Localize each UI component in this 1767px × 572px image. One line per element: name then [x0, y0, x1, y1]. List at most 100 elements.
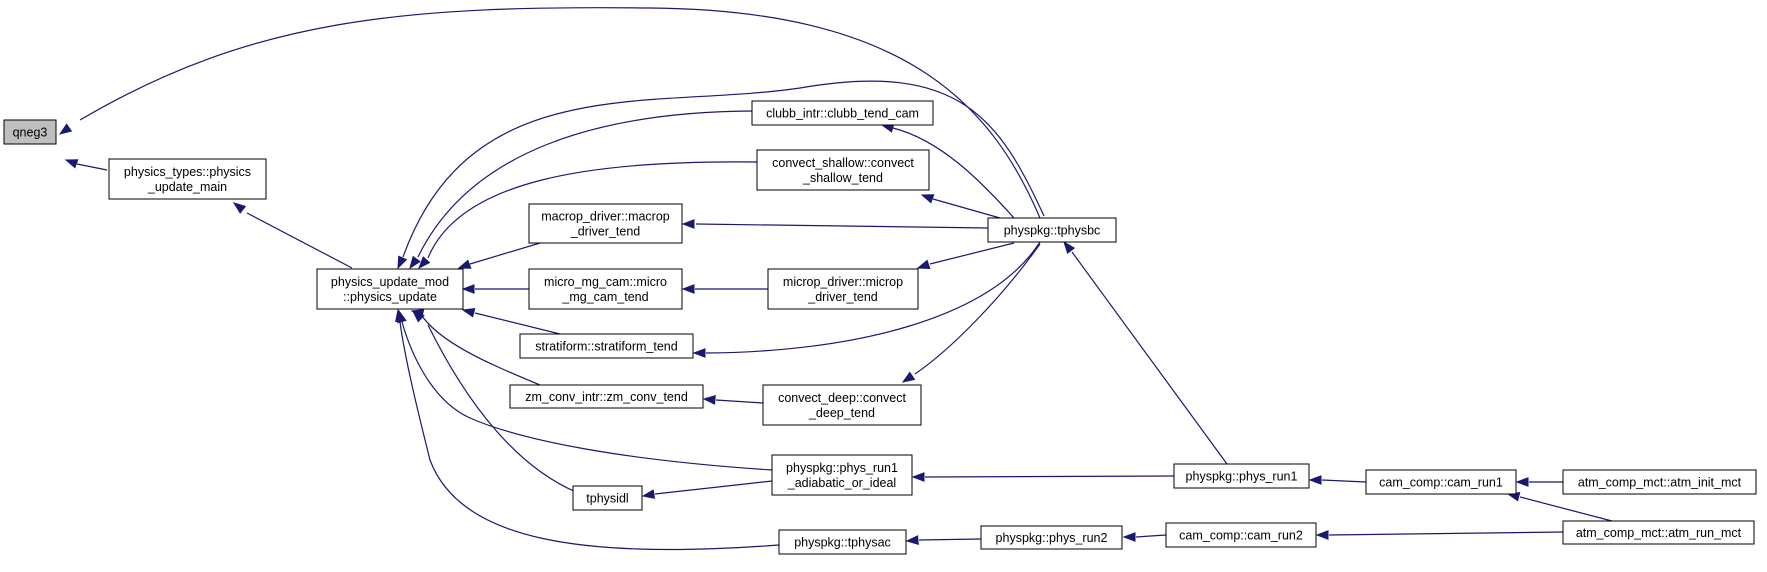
arrowhead-icon [681, 284, 695, 294]
node-label: cam_comp::cam_run1 [1379, 476, 1503, 490]
node-macrop-driver-tend[interactable]: macrop_driver::macrop_driver_tend [528, 203, 683, 244]
node-box[interactable] [108, 158, 267, 200]
arrowhead-icon [920, 194, 935, 204]
node-box[interactable] [767, 268, 919, 310]
node-label: physics_types::physics [124, 165, 251, 179]
node-cam-run2[interactable]: cam_comp::cam_run2 [1165, 522, 1317, 548]
node-physics-update-main[interactable]: physics_types::physics_update_main [108, 158, 267, 200]
edge-line [1519, 496, 1613, 522]
edge-phys_run1-to-phys_run1_adiabatic [911, 472, 1175, 482]
edge-line [932, 198, 1001, 219]
node-micro-mg-cam-tend[interactable]: micro_mg_cam::micro_mg_cam_tend [528, 268, 683, 310]
node-convect-deep-tend[interactable]: convect_deep::convect_deep_tend [762, 384, 922, 426]
node-box[interactable] [1173, 463, 1310, 489]
node-zm-conv-tend[interactable]: zm_conv_intr::zm_conv_tend [509, 384, 704, 409]
node-label: _deep_tend [808, 406, 875, 420]
node-cam-run1[interactable]: cam_comp::cam_run1 [1365, 469, 1517, 495]
node-box[interactable] [1165, 522, 1317, 548]
edge-cam_run2-to-phys_run2 [1122, 532, 1167, 542]
edge-atm_run_mct-to-cam_run2 [1315, 530, 1564, 540]
node-box[interactable] [751, 100, 934, 126]
node-box[interactable] [528, 268, 683, 310]
edge-stratiform_tend-to-physics_update [461, 308, 561, 335]
edge-line [419, 312, 541, 386]
edge-tphysbc-to-macrop_driver_tend [681, 219, 989, 229]
node-box[interactable] [771, 454, 913, 496]
arrowhead-icon [1315, 530, 1329, 540]
arrowhead-icon [692, 348, 706, 358]
node-tphysbc[interactable]: physpkg::tphysbc [987, 217, 1117, 243]
edge-line [399, 321, 780, 551]
node-box[interactable] [762, 384, 922, 426]
node-box[interactable] [3, 119, 57, 145]
node-box[interactable] [509, 384, 704, 409]
node-label: zm_conv_intr::zm_conv_tend [525, 390, 688, 404]
arrowhead-icon [461, 284, 475, 294]
edge-line [246, 212, 353, 269]
node-box[interactable] [1562, 469, 1757, 495]
node-phys-run1[interactable]: physpkg::phys_run1 [1173, 463, 1310, 489]
node-tphysac[interactable]: physpkg::tphysac [778, 529, 907, 555]
node-label: micro_mg_cam::micro [544, 275, 667, 289]
node-label: physpkg::phys_run1 [1186, 470, 1298, 484]
node-box[interactable] [1562, 520, 1755, 545]
edge-line [695, 223, 989, 229]
node-phys-run1-adiabatic[interactable]: physpkg::phys_run1_adiabatic_or_ideal [771, 454, 913, 496]
edge-line [1071, 251, 1228, 465]
node-label: stratiform::stratiform_tend [535, 340, 677, 354]
edge-line [79, 7, 1041, 219]
edge-line [892, 127, 1015, 219]
arrowhead-icon [911, 472, 925, 482]
edge-tphysac-to-physics_update [395, 308, 780, 551]
node-atm-init-mct[interactable]: atm_comp_mct::atm_init_mct [1562, 469, 1757, 495]
arrowhead-icon [397, 255, 408, 270]
edge-tphysbc-to-convect_deep_tend [901, 243, 1041, 383]
node-tphysidl[interactable]: tphysidl [572, 485, 643, 511]
node-convect-shallow-tend[interactable]: convect_shallow::convect_shallow_tend [756, 149, 930, 191]
node-label: ::physics_update [343, 290, 437, 304]
node-label: _shallow_tend [802, 171, 883, 185]
node-box[interactable] [519, 333, 694, 359]
edge-tphysidl-to-physics_update [411, 310, 577, 493]
node-phys-run2[interactable]: physpkg::phys_run2 [980, 525, 1123, 550]
node-physics-update[interactable]: physics_update_mod::physics_update [316, 268, 464, 310]
node-box[interactable] [316, 268, 464, 310]
node-box[interactable] [1365, 469, 1517, 495]
arrowhead-icon [702, 395, 716, 405]
edge-line [1328, 531, 1564, 536]
arrowhead-icon [681, 219, 695, 229]
node-box[interactable] [528, 203, 683, 244]
edge-line [1135, 534, 1167, 538]
node-qneg3[interactable]: qneg3 [3, 119, 57, 145]
edge-cam_run1-to-phys_run1 [1308, 475, 1367, 485]
edge-micro_mg_cam_tend-to-physics_update [461, 284, 529, 294]
node-atm-run-mct[interactable]: atm_comp_mct::atm_run_mct [1562, 520, 1755, 545]
node-box[interactable] [980, 525, 1123, 550]
edge-line [427, 324, 577, 493]
node-box[interactable] [778, 529, 907, 555]
node-label: _mg_cam_tend [561, 290, 648, 304]
node-stratiform-tend[interactable]: stratiform::stratiform_tend [519, 333, 694, 359]
node-label: convect_deep::convect [778, 391, 906, 405]
edge-line [417, 110, 753, 258]
edge-tphysbc-to-stratiform_tend [692, 241, 1041, 358]
arrowhead-icon [905, 535, 919, 545]
node-microp-driver-tend[interactable]: microp_driver::microp_driver_tend [767, 268, 919, 310]
arrowhead-icon [901, 371, 916, 383]
node-box[interactable] [572, 485, 643, 511]
arrowhead-icon [1308, 475, 1322, 485]
edge-layer [58, 7, 1613, 551]
edge-line [715, 399, 764, 404]
node-box[interactable] [756, 149, 930, 191]
arrowhead-icon [641, 489, 656, 499]
node-box[interactable] [987, 217, 1117, 243]
edge-line [76, 163, 108, 171]
edge-line [469, 242, 541, 265]
edge-line [914, 243, 1041, 375]
node-clubb-tend-cam[interactable]: clubb_intr::clubb_tend_cam [751, 100, 934, 126]
node-label: _adiabatic_or_ideal [787, 476, 896, 490]
node-label: tphysidl [586, 492, 628, 506]
node-label: physpkg::tphysbc [1004, 224, 1101, 238]
edge-macrop_driver_tend-to-physics_update [457, 242, 541, 269]
arrowhead-icon [457, 259, 472, 269]
